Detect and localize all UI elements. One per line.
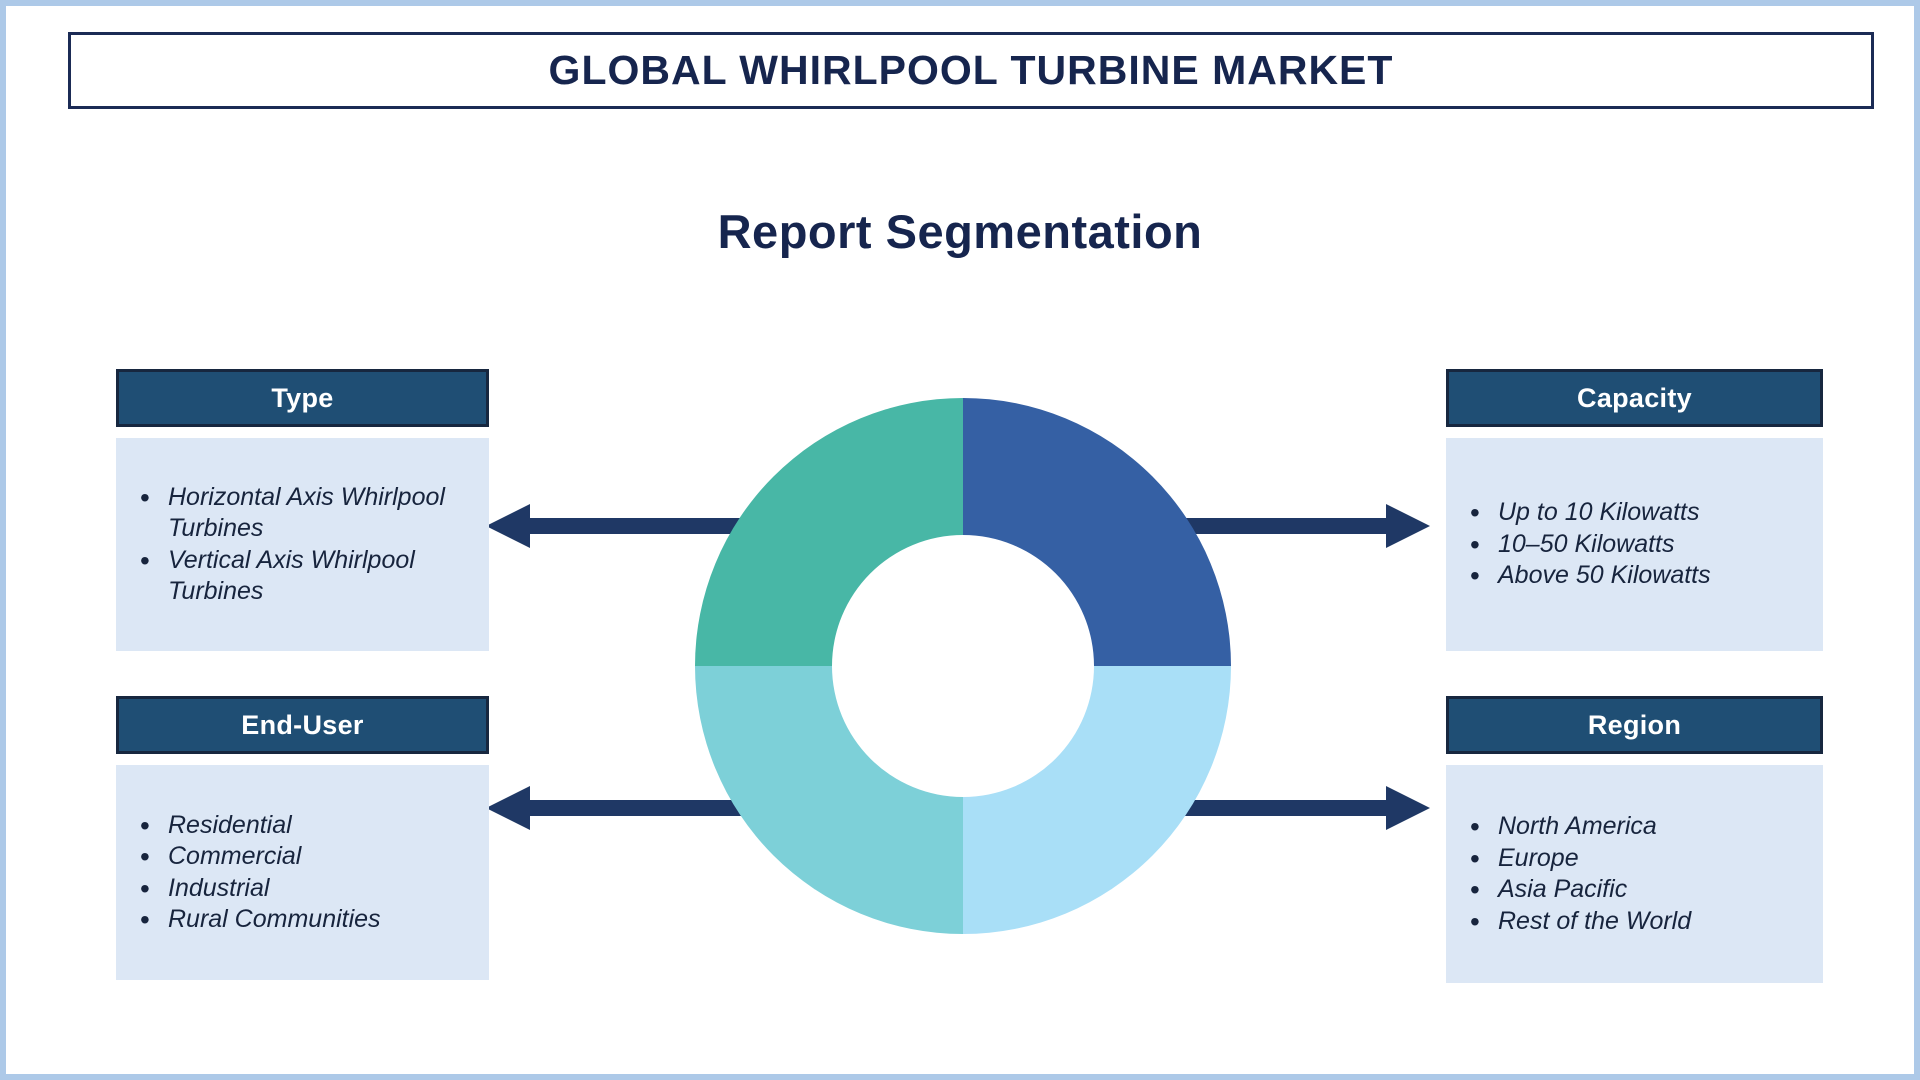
list-item: Europe <box>1446 841 1823 876</box>
list-item: Horizontal Axis Whirlpool Turbines <box>116 480 489 545</box>
panel-capacity-body: Up to 10 Kilowatts 10–50 Kilowatts Above… <box>1446 438 1823 651</box>
list-item: North America <box>1446 809 1823 844</box>
section-title: Report Segmentation <box>717 205 1203 258</box>
panel-end-user-header: End-User <box>116 696 489 754</box>
donut-segment-bottom-left <box>695 666 963 934</box>
panel-capacity-title: Capacity <box>1577 382 1692 413</box>
list-item: Commercial <box>116 839 489 874</box>
panel-end-user-title: End-User <box>241 709 364 740</box>
panel-region-list: North America Europe Asia Pacific Rest o… <box>1446 809 1823 939</box>
panel-end-user-body: Residential Commercial Industrial Rural … <box>116 765 489 980</box>
donut-segment-bottom-right <box>963 666 1231 934</box>
panel-type-list: Horizontal Axis Whirlpool Turbines Verti… <box>116 480 489 608</box>
panel-end-user-list: Residential Commercial Industrial Rural … <box>116 808 489 937</box>
panel-region-body: North America Europe Asia Pacific Rest o… <box>1446 765 1823 983</box>
list-item: Rest of the World <box>1446 904 1823 939</box>
list-item: Residential <box>116 808 489 843</box>
segmentation-graphic <box>486 398 1430 934</box>
list-item: 10–50 Kilowatts <box>1446 527 1823 562</box>
panel-type-header: Type <box>116 369 489 427</box>
panel-region-header: Region <box>1446 696 1823 754</box>
list-item: Rural Communities <box>116 902 489 937</box>
list-item: Above 50 Kilowatts <box>1446 558 1823 593</box>
list-item: Up to 10 Kilowatts <box>1446 495 1823 530</box>
list-item: Vertical Axis Whirlpool Turbines <box>116 543 489 608</box>
panel-region-title: Region <box>1587 709 1682 740</box>
panel-type-body: Horizontal Axis Whirlpool Turbines Verti… <box>116 438 489 651</box>
panel-capacity-header: Capacity <box>1446 369 1823 427</box>
list-item: Asia Pacific <box>1446 872 1823 907</box>
title-bar: GLOBAL WHIRLPOOL TURBINE MARKET <box>68 32 1874 109</box>
donut-segment-top-left <box>695 398 963 666</box>
donut-segment-top-right <box>963 398 1231 666</box>
panel-capacity-list: Up to 10 Kilowatts 10–50 Kilowatts Above… <box>1446 495 1823 593</box>
panel-type-title: Type <box>271 382 334 413</box>
list-item: Industrial <box>116 871 489 906</box>
page-title: GLOBAL WHIRLPOOL TURBINE MARKET <box>548 47 1394 93</box>
donut-chart <box>695 398 1231 934</box>
